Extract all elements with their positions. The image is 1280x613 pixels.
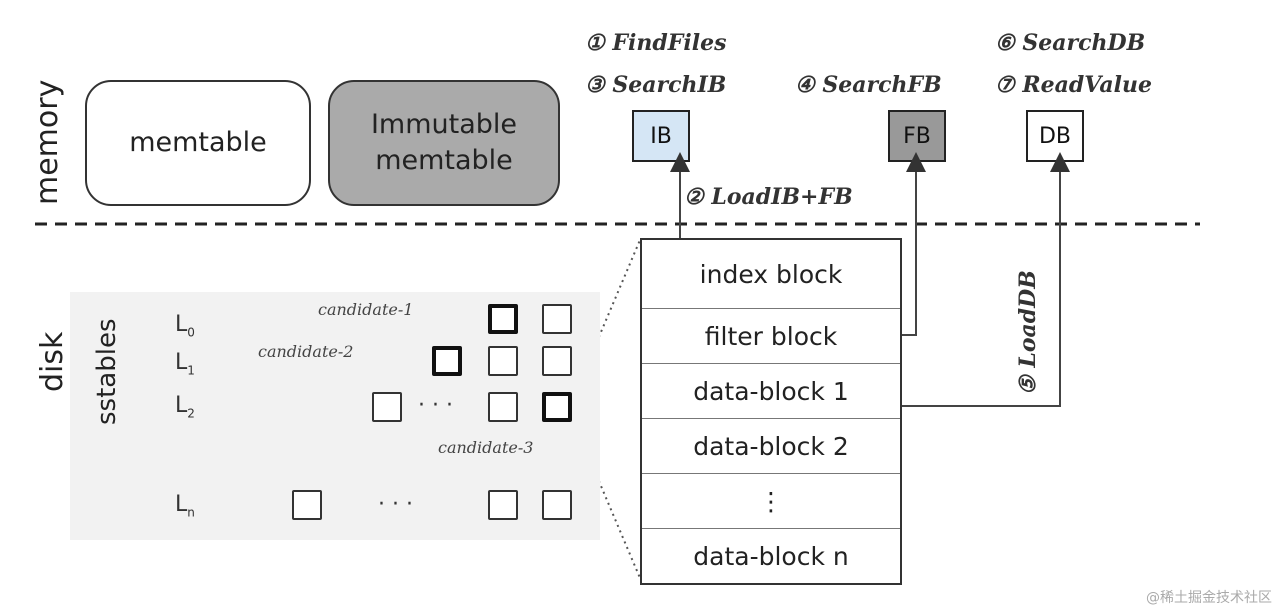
sstable-row-index-block: index block bbox=[642, 240, 900, 309]
sstable-row-ellipsis: ⋮ bbox=[642, 474, 900, 529]
candidate-2-label: candidate-2 bbox=[258, 342, 354, 361]
level-n-label: Ln bbox=[175, 492, 195, 520]
sstable-file bbox=[432, 346, 462, 376]
step-7-label: ⑦ ReadValue bbox=[995, 72, 1152, 98]
step-4-label: ④ SearchFB bbox=[795, 72, 942, 98]
load-fb-arrow bbox=[898, 152, 926, 336]
watermark: @稀土掘金技术社区 bbox=[1146, 590, 1272, 606]
immutable-memtable-label: Immutable memtable bbox=[370, 108, 518, 176]
level-2-ellipsis: · · · bbox=[418, 393, 453, 418]
candidate-3-label: candidate-3 bbox=[438, 438, 534, 457]
sstables-area bbox=[70, 292, 600, 540]
zoom-line-top bbox=[572, 239, 641, 399]
memtable-box: memtable bbox=[85, 80, 311, 206]
sstable-file bbox=[488, 490, 518, 520]
step-1-label: ① FindFiles bbox=[585, 30, 727, 56]
level-2-label: L2 bbox=[175, 393, 195, 421]
sstable-file bbox=[542, 392, 572, 422]
step-3-label: ③ SearchIB bbox=[585, 72, 727, 98]
sstable-row-data-block-n: data-block n bbox=[693, 541, 849, 571]
memtable-label: memtable bbox=[129, 126, 267, 158]
sstables-label: sstables bbox=[92, 318, 122, 426]
immutable-memtable-box: Immutable memtable bbox=[328, 80, 560, 206]
sstable-row-data-block-2: data-block 2 bbox=[642, 419, 900, 474]
sstable-file bbox=[542, 490, 572, 520]
level-1-label: L1 bbox=[175, 350, 195, 378]
level-n-ellipsis: · · · bbox=[378, 492, 413, 517]
sstable-structure: index block filter block data-block 1 da… bbox=[640, 238, 902, 585]
sstable-file bbox=[372, 392, 402, 422]
sstable-file bbox=[542, 346, 572, 376]
sstable-file bbox=[542, 304, 572, 334]
sstable-file bbox=[292, 490, 322, 520]
sstable-file bbox=[488, 304, 518, 334]
sstable-row-filter-block: filter block bbox=[642, 309, 900, 364]
step-6-label: ⑥ SearchDB bbox=[995, 30, 1146, 56]
load-db-arrow bbox=[898, 152, 1070, 407]
sstable-file bbox=[488, 392, 518, 422]
candidate-1-label: candidate-1 bbox=[318, 300, 414, 319]
filter-block-cache: FB bbox=[888, 110, 946, 162]
step-2-label: ② LoadIB+FB bbox=[684, 184, 853, 210]
zoom-line-bottom bbox=[572, 419, 641, 579]
sstable-file bbox=[488, 346, 518, 376]
sstable-row-data-block-1: data-block 1 bbox=[642, 364, 900, 419]
level-0-label: L0 bbox=[175, 312, 195, 340]
